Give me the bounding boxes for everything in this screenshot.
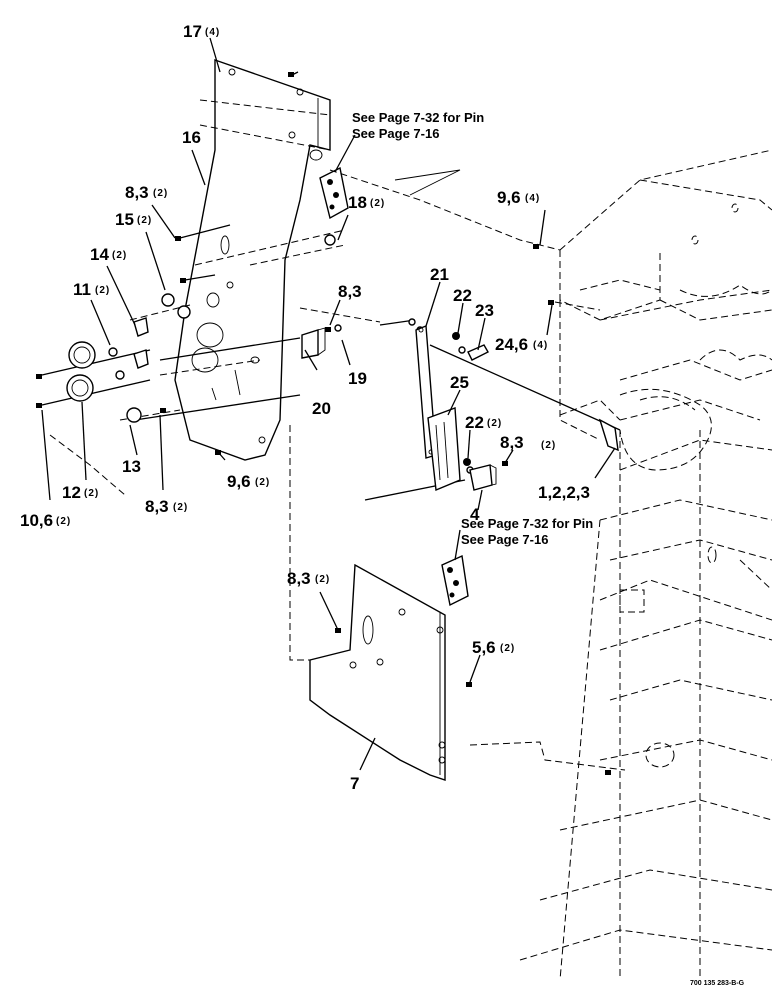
upper-plate-16 [174, 59, 331, 461]
callout-4: 4 [470, 505, 480, 524]
callout-16: 16 [182, 128, 201, 147]
callout-21: 21 [430, 265, 449, 284]
callout-24-6-qty: (4) [533, 340, 548, 351]
callout-8-3-a: 8,3 [125, 183, 149, 202]
callout-17: 17 [183, 22, 202, 41]
callout-23: 23 [475, 301, 494, 320]
callout-11: 11 [73, 280, 91, 299]
callout-10-6: 10,6 [20, 511, 53, 530]
note-pin-top: See Page 7-32 for Pin [352, 110, 484, 125]
callout-8-3-c-qty: (2) [173, 502, 188, 513]
callout-17-qty: (4) [205, 27, 220, 38]
callout-15-qty: (2) [137, 215, 152, 226]
callout-9-6-a: 9,6 [227, 472, 251, 491]
figure-code: 700 135 283-B-G [690, 980, 745, 987]
callout-5-6-qty: (2) [500, 643, 515, 654]
leader-lines [41, 37, 616, 771]
callout-15: 15 [115, 210, 134, 229]
callout-9-6-a-qty: (2) [255, 477, 270, 488]
callout-14: 14 [90, 245, 109, 264]
callout-22-b-qty: (2) [487, 418, 502, 429]
callout-8-3-d: 8,3 [500, 433, 524, 452]
assembly-lines [49, 99, 626, 771]
hardware [36, 71, 621, 775]
callout-9-6-b: 9,6 [497, 188, 521, 207]
note-page-top: See Page 7-16 [352, 126, 439, 141]
callout-8-3-e-qty: (2) [315, 574, 330, 585]
note-page-bottom: See Page 7-16 [461, 532, 548, 547]
callout-9-6-b-qty: (4) [525, 193, 540, 204]
callout-24-6: 24,6 [495, 335, 528, 354]
note-pin-bottom: See Page 7-32 for Pin [461, 516, 593, 531]
upper-latch-bracket [319, 166, 349, 220]
callout-18-qty: (2) [370, 198, 385, 209]
callout-22-b: 22 [465, 413, 484, 432]
callout-10-6-qty: (2) [56, 516, 71, 527]
callout-25: 25 [450, 373, 469, 392]
callout-labels: 17 (4) 16 8,3 (2) 15 (2) 14 (2) 11 (2) 1… [20, 22, 590, 793]
callout-22-a: 22 [453, 286, 472, 305]
machine-frame [519, 149, 772, 981]
reference-notes: See Page 7-32 for Pin See Page 7-16 See … [352, 110, 593, 547]
callout-20: 20 [312, 399, 331, 418]
lower-plate-7 [309, 563, 446, 781]
callout-8-3-d-qty: (2) [541, 440, 556, 451]
callout-1-2-2-3: 1,2,2,3 [538, 483, 590, 502]
callout-11-qty: (2) [95, 285, 110, 296]
callout-19: 19 [348, 369, 367, 388]
callout-8-3-c: 8,3 [145, 497, 169, 516]
callout-13: 13 [122, 457, 141, 476]
callout-12: 12 [62, 483, 81, 502]
callout-12-qty: (2) [84, 488, 99, 499]
callout-18: 18 [348, 193, 367, 212]
callout-14-qty: (2) [112, 250, 127, 261]
callout-8-3-e: 8,3 [287, 569, 311, 588]
callout-8-3-b: 8,3 [338, 282, 362, 301]
callout-5-6: 5,6 [472, 638, 496, 657]
callout-7: 7 [350, 774, 359, 793]
callout-8-3-a-qty: (2) [153, 188, 168, 199]
lower-latch-bracket [441, 554, 469, 607]
